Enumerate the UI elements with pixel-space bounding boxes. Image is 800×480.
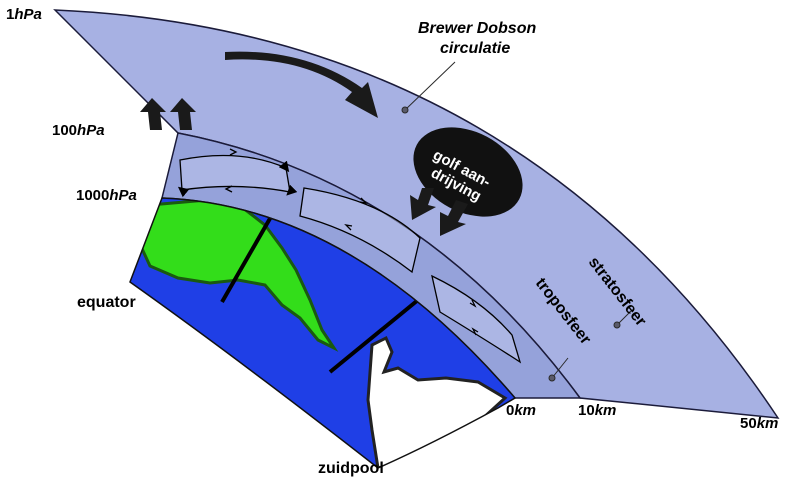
down-arrow-icon: [410, 188, 436, 220]
leader-lines: [401, 61, 633, 382]
pressure-label-mid: 100hPa: [52, 122, 105, 139]
pressure-label-surface: 1000hPa: [76, 187, 137, 204]
circulation-cell: [180, 154, 290, 193]
tropospheric-cells: [180, 154, 522, 364]
up-arrow-icon: [170, 98, 196, 130]
upward-arrows: [140, 98, 196, 130]
equator-label: equator: [77, 294, 136, 311]
circulation-title-line2: circulatie: [440, 40, 510, 57]
circulation-cell: [299, 187, 421, 274]
earth-outline: [129, 197, 517, 469]
circulation-title-line1: Brewer Dobson: [418, 20, 536, 37]
down-arrow-icon: [440, 200, 468, 236]
distance-label-10km: 10km: [578, 402, 616, 419]
distance-label-0km: 0km: [506, 402, 536, 419]
pressure-label-top: 1hPa: [6, 6, 42, 23]
circulation-arrow: [225, 51, 378, 118]
up-arrow-icon: [140, 98, 166, 130]
south-pole-label: zuidpool: [318, 460, 384, 477]
distance-label-50km: 50km: [740, 415, 778, 432]
south-america-land: [136, 198, 339, 352]
antarctica-ice: [366, 335, 508, 468]
wave-driving: [410, 127, 523, 236]
circulation-cell: [431, 274, 522, 364]
